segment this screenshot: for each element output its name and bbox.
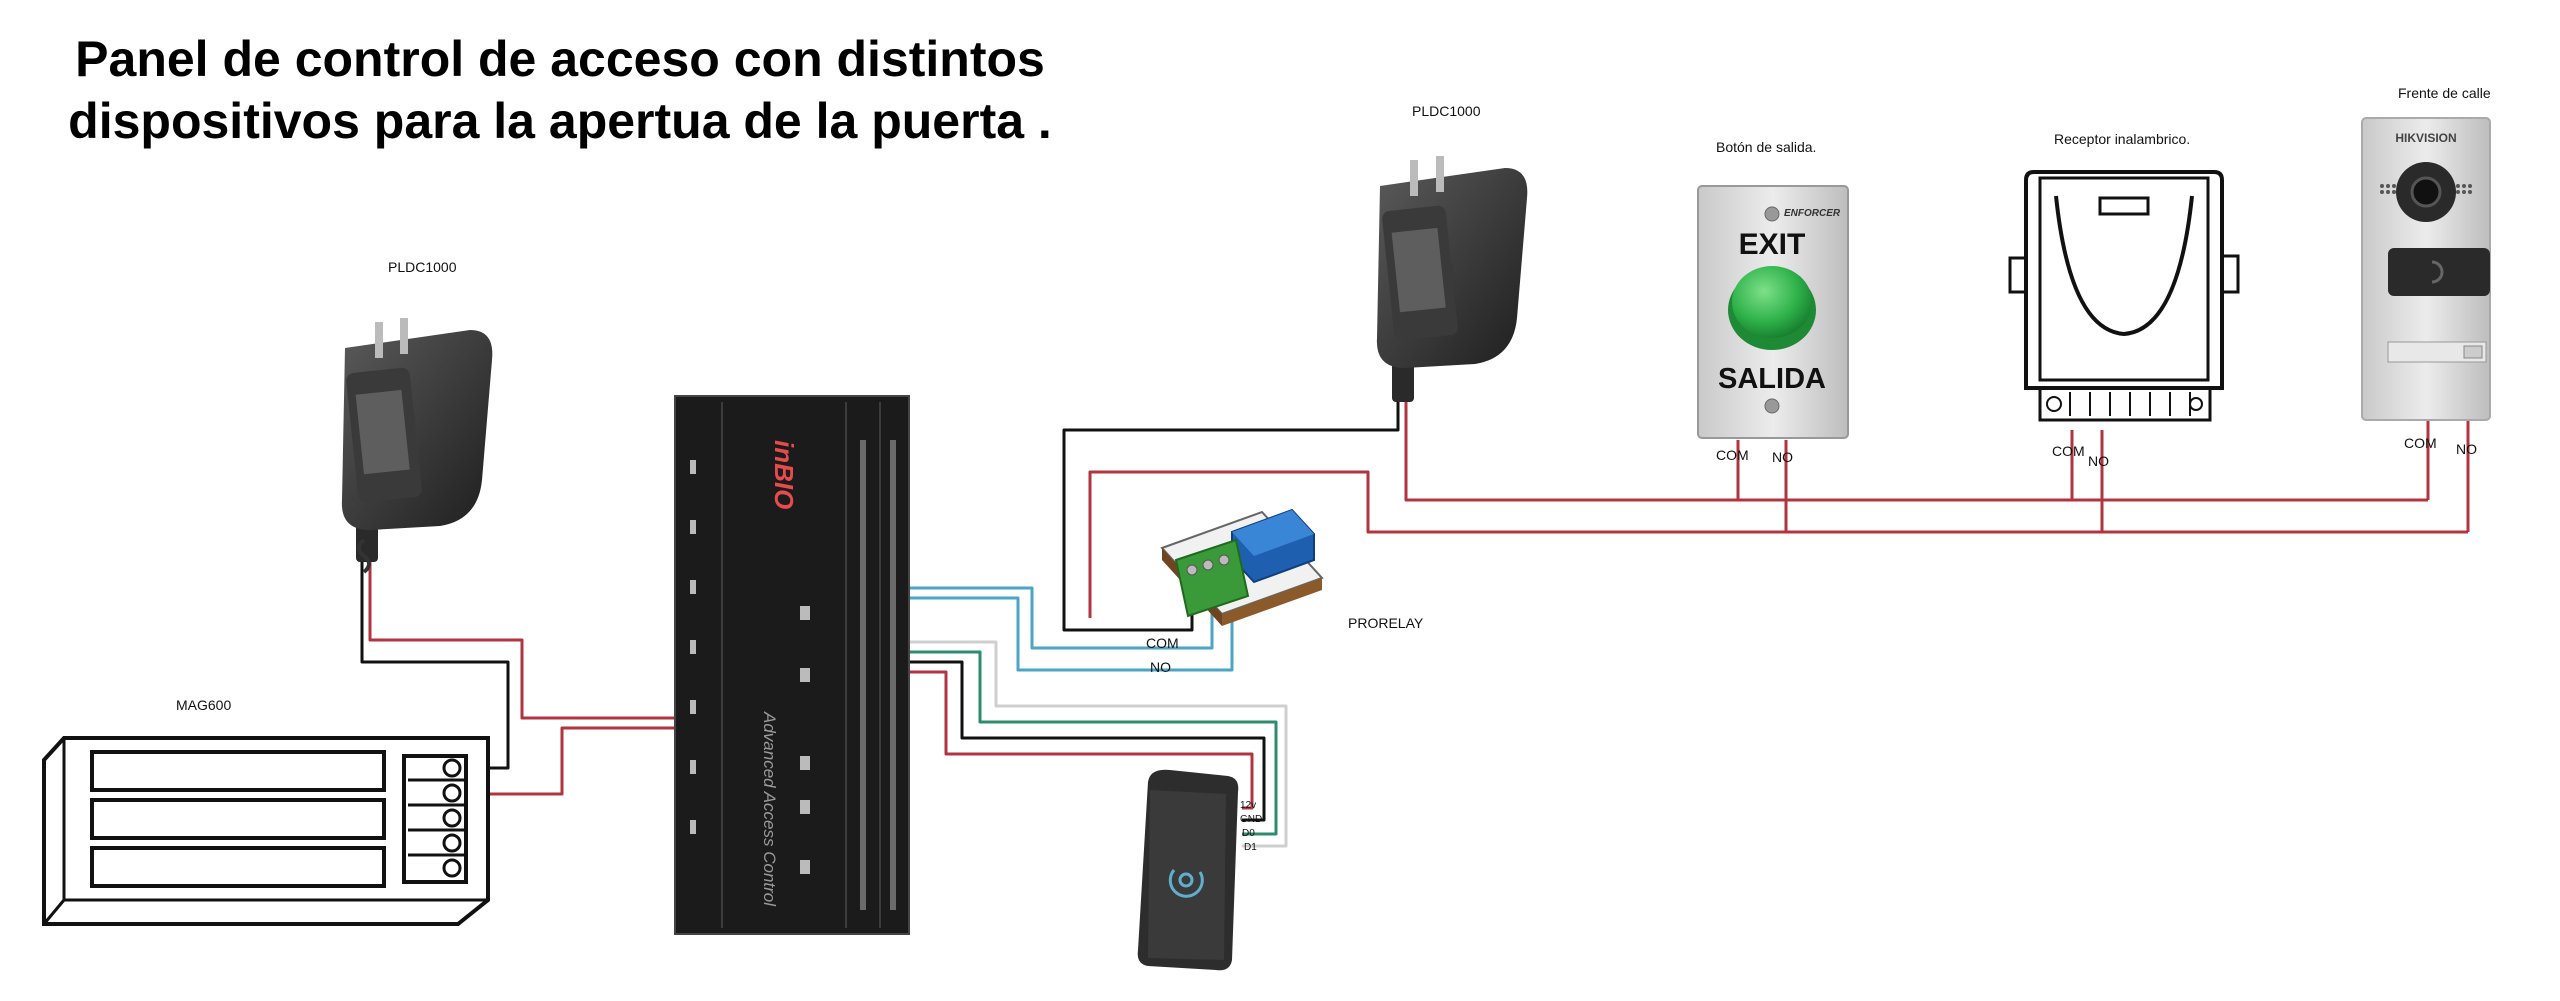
label-prorelay: PRORELAY <box>1348 615 1424 631</box>
card-area-icon <box>2431 260 2444 284</box>
wireless-receiver-device <box>2008 170 2240 422</box>
labels: PLDC1000 PLDC1000 MAG600 PRORELAY Botón … <box>176 85 2491 713</box>
mag-terminals <box>408 758 466 878</box>
label-reader-d0: D0 <box>1242 828 1255 839</box>
access-control-panel: inBIO Advanced Access Control <box>674 395 910 935</box>
wire-panel-relay-blue-1 <box>908 586 1214 650</box>
label-street-com: COM <box>2404 435 2437 451</box>
wire-left-adapter-black <box>360 560 510 770</box>
intercom-brand: HIKVISION <box>2395 131 2456 145</box>
wire-reader-red <box>908 670 1254 810</box>
wire-reader-green <box>908 650 1278 836</box>
wire-left-adapter-red <box>368 560 675 720</box>
exit-brand: ENFORCER <box>1784 208 1841 219</box>
exit-sub-label: SALIDA <box>1718 363 1826 395</box>
title-line-1: Panel de control de acceso con distintos <box>75 31 1045 87</box>
label-pldc-left: PLDC1000 <box>388 259 457 275</box>
panel-caption: Advanced Access Control <box>760 711 779 907</box>
label-exit-button: Botón de salida. <box>1716 139 1816 155</box>
label-pldc-right: PLDC1000 <box>1412 103 1481 119</box>
label-rx-com: COM <box>2052 443 2085 459</box>
nfc-icon <box>1168 869 1204 898</box>
label-relay-no: NO <box>1150 659 1171 675</box>
label-reader-d1: D1 <box>1244 842 1257 853</box>
power-adapter-left <box>341 318 493 574</box>
label-street-panel: Frente de calle <box>2398 85 2491 101</box>
label-exit-no: NO <box>1772 449 1793 465</box>
wire-com-bus-red <box>1404 398 2428 502</box>
reader-pin-labels: 12v GND D0 D1 <box>1240 800 1262 853</box>
title-line-2: dispositivos para la apertua de la puert… <box>68 93 1052 149</box>
wire-mag-red <box>462 726 675 796</box>
label-reader-gnd: GND <box>1240 814 1262 825</box>
label-mag600: MAG600 <box>176 697 231 713</box>
wire-reader-black <box>908 660 1266 822</box>
mag600-lock <box>42 736 490 926</box>
label-exit-com: COM <box>1716 447 1749 463</box>
label-wireless-receiver: Receptor inalambrico. <box>2054 131 2190 147</box>
wire-reader-gray <box>908 640 1288 848</box>
wires <box>360 398 2470 848</box>
panel-brand: inBIO <box>769 440 799 509</box>
exit-button-device: ENFORCER EXIT SALIDA <box>1697 185 1849 439</box>
wire-relay-red-loop <box>1088 470 2468 618</box>
label-street-no: NO <box>2456 441 2477 457</box>
label-reader-12v: 12v <box>1240 800 1256 811</box>
label-relay-com: COM <box>1146 635 1179 651</box>
label-rx-no: NO <box>2088 453 2109 469</box>
power-adapter-right <box>1376 156 1528 402</box>
card-reader <box>1137 769 1239 971</box>
street-intercom-device: HIKVISION <box>2361 117 2491 421</box>
diagram-title: Panel de control de acceso con distintos… <box>50 28 1070 152</box>
wire-panel-relay-blue-2 <box>908 596 1234 672</box>
exit-label: EXIT <box>1739 228 1806 261</box>
prorelay-module <box>1160 508 1324 626</box>
wire-right-adapter-black <box>1062 398 1400 632</box>
